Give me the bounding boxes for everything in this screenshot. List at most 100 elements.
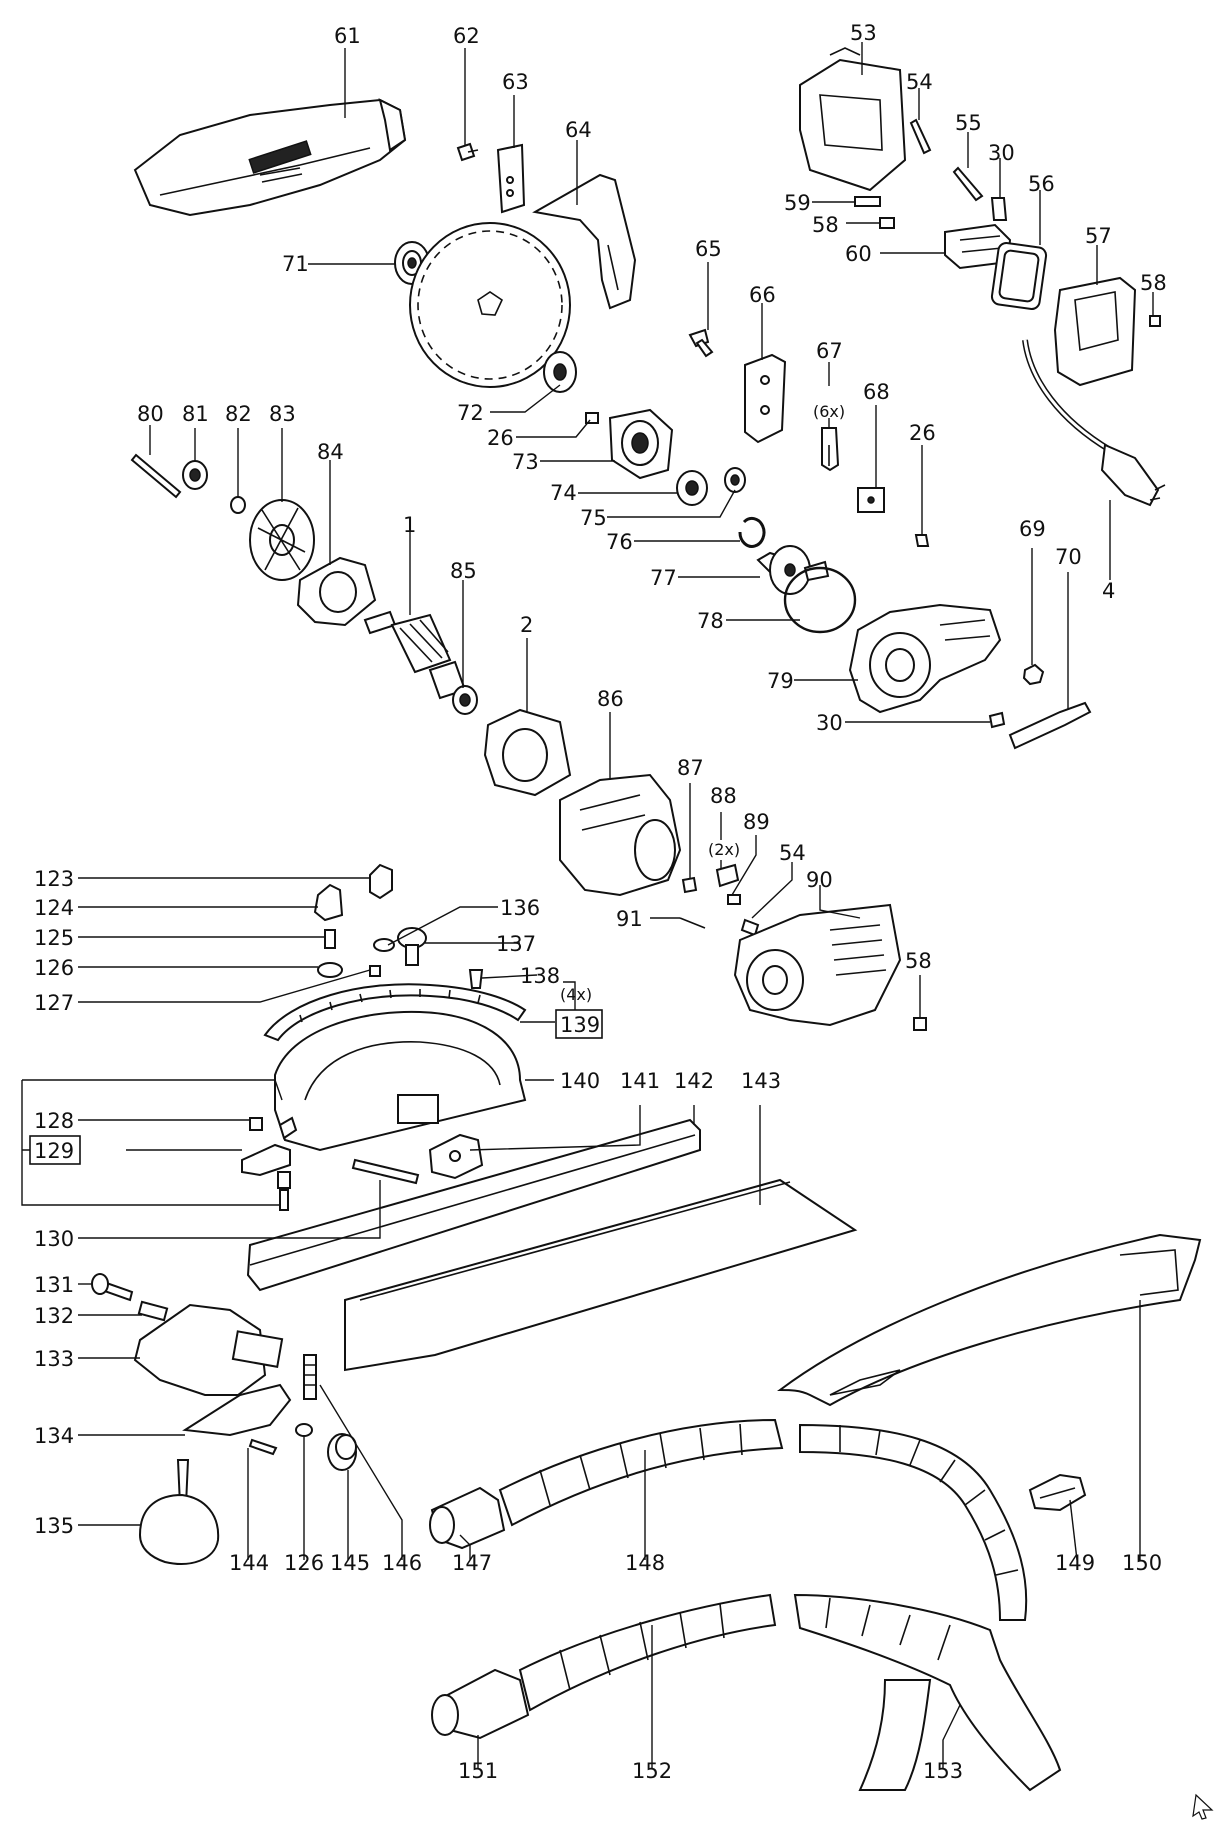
part-pin-small [277,1171,291,1211]
label-136: 136 [500,896,540,920]
label-60: 60 [845,242,872,266]
part-2-field-coil [483,708,572,797]
part-58-screw [879,217,895,229]
part-62-screw [456,142,479,162]
label-148: 148 [625,1551,665,1575]
label-53: 53 [850,21,877,45]
part-78-gasket [783,566,857,634]
part-58-screw-right [1149,315,1161,327]
label-2: 2 [520,613,533,637]
label-69: 69 [1019,517,1046,541]
part-126-washer-lower [295,1423,313,1437]
part-77-gear-shaft [756,545,830,595]
label-126: 126 [284,1551,324,1575]
part-129-lock-lever [241,1116,298,1177]
label-143: 143 [741,1069,781,1093]
part-72-washer [543,351,577,393]
part-59-screw [854,196,881,207]
part-153-hose-y [793,1593,1062,1792]
label-26: 26 [487,426,514,450]
part-85-bearing [452,685,478,715]
part-53-switch-housing [799,47,907,192]
label-130: 130 [34,1227,74,1251]
part-84-air-guide [296,556,377,627]
label-137: 137 [496,932,536,956]
label-89: 89 [743,810,770,834]
label-71: 71 [282,252,309,276]
part-133-clamp-body [133,1303,284,1396]
label-88-quantity: (2x) [708,840,740,859]
part-saw-blade [409,222,571,388]
part-144-pin [248,1438,278,1456]
part-89-screw [727,894,741,905]
label-64: 64 [565,118,592,142]
label-138-quantity: (4x) [560,985,592,1004]
part-26-screw-left [585,412,599,424]
part-140-protractor [274,1010,527,1152]
part-87-carbon-brush [681,876,698,894]
label-150: 150 [1122,1551,1162,1575]
label-145: 145 [330,1551,370,1575]
label-72: 72 [457,401,484,425]
part-71-flange [394,241,430,285]
label-box-129 [29,1135,81,1165]
part-137-bolt [397,927,427,966]
label-128: 128 [34,1109,74,1133]
label-56: 56 [1028,172,1055,196]
label-54: 54 [779,841,806,865]
label-58: 58 [812,213,839,237]
label-124: 124 [34,896,74,920]
label-78: 78 [697,609,724,633]
part-4-power-cord [1022,339,1166,507]
label-151: 151 [458,1759,498,1783]
label-146: 146 [382,1551,422,1575]
label-153: 153 [923,1759,963,1783]
label-141: 141 [620,1069,660,1093]
part-134-lever [182,1383,292,1437]
part-26-screw-right [914,534,930,547]
part-57-switch-cover [1053,276,1137,387]
part-63-plate [496,143,526,214]
label-67-quantity: (6x) [813,402,845,421]
label-79: 79 [767,669,794,693]
label-68: 68 [863,380,890,404]
label-135: 135 [34,1514,74,1538]
part-number-labels: 61 62 63 64 71 72 53 54 55 30 56 57 58 5… [34,21,1167,1783]
label-54: 54 [906,70,933,94]
part-64-riving-knife [532,173,637,310]
label-76: 76 [606,530,633,554]
label-149: 149 [1055,1551,1095,1575]
part-70-lever [1008,701,1092,750]
part-54-screw [909,118,932,155]
part-67-clip [821,427,840,472]
part-79-gear-housing [848,603,1002,714]
label-62: 62 [453,24,480,48]
cursor-arrow-icon [1192,1793,1214,1820]
label-81: 81 [182,402,209,426]
label-86: 86 [597,687,624,711]
part-131-bolt [91,1273,134,1302]
label-133: 133 [34,1347,74,1371]
label-1: 1 [403,513,416,537]
label-65: 65 [695,237,722,261]
part-139-scale [263,983,527,1042]
part-125-spring [324,929,336,949]
part-66-bracket [744,353,787,444]
part-61-motor-cover [133,98,407,217]
label-84: 84 [317,440,344,464]
label-61: 61 [334,24,361,48]
part-136-washer [373,938,395,952]
label-30: 30 [816,711,843,735]
leader-lines [21,42,1154,1768]
label-75: 75 [580,506,607,530]
label-123: 123 [34,867,74,891]
label-125: 125 [34,926,74,950]
label-87: 87 [677,756,704,780]
part-88-brush-holder [715,863,740,888]
part-83-fan [249,499,315,581]
part-1-armature [363,610,467,700]
part-149-clip [1028,1473,1087,1512]
label-74: 74 [550,481,577,505]
label-59: 59 [784,191,811,215]
